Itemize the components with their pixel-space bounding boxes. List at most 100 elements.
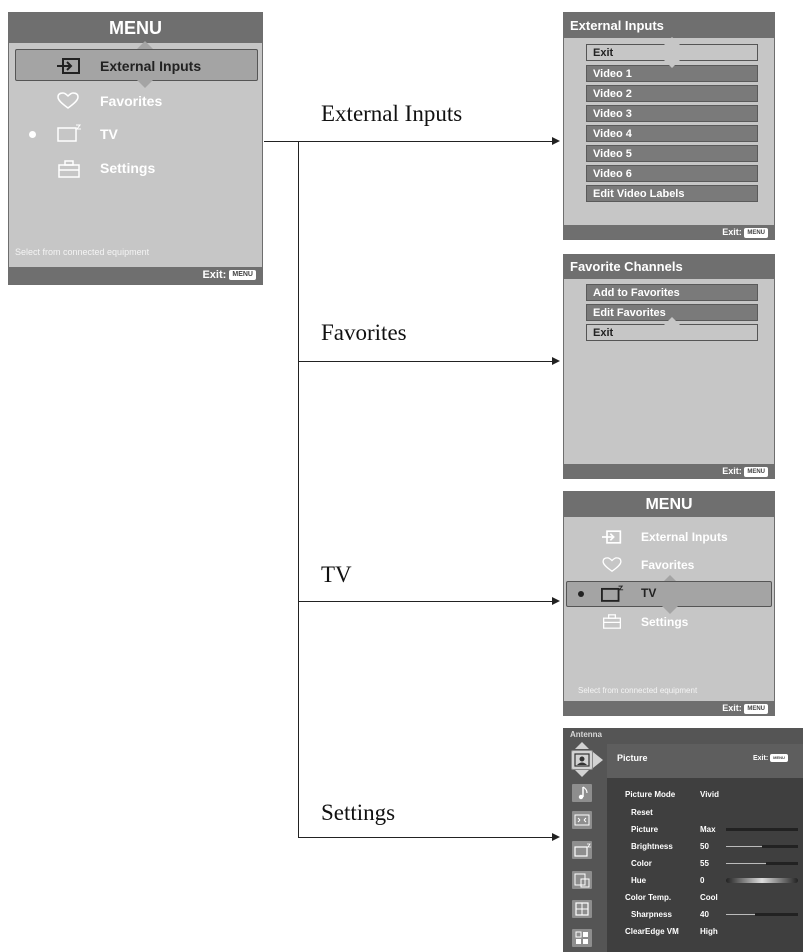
menu-key-button[interactable]: MENU [770,754,788,762]
main-menu-item-favorites[interactable]: Favorites [100,93,163,109]
input-icon [57,58,80,74]
arrowhead-external-inputs [552,137,560,145]
ext-item-video4[interactable]: Video 4 [586,125,758,142]
tv-icon [574,843,591,857]
music-note-icon [578,786,588,800]
external-inputs-footer: Exit: MENU [564,225,774,239]
settings-section-title: Picture [617,753,648,763]
setting-label-color[interactable]: Color [631,859,652,868]
main-menu-item-external-inputs[interactable]: External Inputs [100,58,202,74]
slider-track-color[interactable] [726,863,798,864]
toolbox-icon [603,614,621,629]
heart-icon [57,92,79,109]
selected-pointer [137,80,153,88]
setting-value-clearedge: High [700,927,718,936]
slider-hue-gradient[interactable] [726,878,798,883]
fav-item-add[interactable]: Add to Favorites [586,284,758,301]
ext-item-edit-video-labels[interactable]: Edit Video Labels [586,185,758,202]
slider-fill-color [766,862,798,865]
tv-menu-item-external-inputs[interactable]: External Inputs [641,530,728,544]
tv-menu-item-settings[interactable]: Settings [641,615,689,629]
setting-value-color: 55 [700,859,709,868]
tv-pointer-up [662,575,678,583]
connector-horizontal-top [264,141,300,142]
screen-category-button[interactable] [571,810,593,830]
setup-category-button[interactable] [571,870,593,890]
tv-menu-panel: MENU External Inputs Favorites TV Settin… [563,491,775,716]
exit-label: Exit: [722,227,742,237]
setting-label-brightness[interactable]: Brightness [631,842,673,851]
favorites-footer: Exit: MENU [564,464,774,478]
main-menu-title: MENU [9,13,262,43]
ext-item-video6[interactable]: Video 6 [586,165,758,182]
title-pointer [137,41,153,49]
ext-item-video5[interactable]: Video 5 [586,145,758,162]
setting-label-clearedge[interactable]: ClearEdge VM [625,927,679,936]
tv-icon [57,124,81,142]
main-menu-selected-bar[interactable] [15,49,258,81]
settings-pointer-down [575,770,589,777]
heart-icon [602,557,622,573]
tv-menu-footer: Exit: MENU [564,701,774,715]
setting-value-sharpness: 40 [700,910,709,919]
tv-menu-hint: Select from connected equipment [578,686,698,695]
picture-category-button[interactable] [571,750,593,770]
settings-exit: Exit: MENU [753,754,788,762]
tv-menu-item-favorites[interactable]: Favorites [641,558,695,572]
menu-key-button[interactable]: MENU [229,270,256,281]
main-menu-item-settings[interactable]: Settings [100,160,156,176]
exit-label: Exit: [753,754,769,762]
flow-label-settings: Settings [321,800,396,825]
arrow-line-favorites [298,361,552,362]
menu-key-button[interactable]: MENU [744,703,768,714]
main-menu-panel: MENU External Inputs Favorites TV Settin… [8,12,263,285]
tv-menu-item-tv[interactable]: TV [641,586,657,600]
ext-pointer-up [664,37,680,45]
main-menu-footer: Exit: MENU [9,267,262,284]
lock-box-icon [575,902,589,916]
fav-pointer-up [664,317,680,325]
fav-item-exit[interactable]: Exit [586,324,758,341]
setting-label-color-temp[interactable]: Color Temp. [625,893,672,902]
channel-category-button[interactable] [571,840,593,860]
slider-fill-brightness [762,845,798,848]
menu-key-button[interactable]: MENU [744,227,768,238]
input-icon [602,530,622,544]
setting-label-picture[interactable]: Picture [631,825,659,834]
flow-label-tv: TV [321,562,352,587]
exit-label: Exit: [202,269,227,281]
settings-pointer-right [593,752,603,768]
arrowhead-settings [552,833,560,841]
setting-label-sharpness[interactable]: Sharpness [631,910,672,919]
setting-label-picture-mode[interactable]: Picture Mode [625,790,676,799]
settings-pointer-up [575,742,589,749]
setting-label-hue[interactable]: Hue [631,876,647,885]
parental-category-button[interactable] [571,899,593,919]
external-inputs-panel: External Inputs Exit Video 1 Video 2 Vid… [563,12,775,240]
arrow-line-settings [298,837,552,838]
grid-icon [575,931,588,944]
tv-icon [601,585,624,602]
settings-source-label: Antenna [570,730,602,739]
external-inputs-title: External Inputs [564,13,774,38]
ext-item-video2[interactable]: Video 2 [586,85,758,102]
tv-menu-selected-bar[interactable] [566,581,772,607]
ext-item-video3[interactable]: Video 3 [586,105,758,122]
setting-value-picture-mode: Vivid [700,790,719,799]
connector-vertical-trunk [298,141,299,837]
arrowhead-favorites [552,357,560,365]
apps-category-button[interactable] [571,928,593,948]
settings-content-area [607,744,803,952]
ext-item-exit[interactable]: Exit [586,44,758,61]
toolbox-icon [58,160,80,178]
setting-label-reset[interactable]: Reset [631,808,653,817]
setting-value-picture: Max [700,825,716,834]
exit-label: Exit: [722,466,742,476]
setting-value-brightness: 50 [700,842,709,851]
screen-size-icon [574,814,590,826]
sound-category-button[interactable] [571,783,593,803]
flow-label-favorites: Favorites [321,320,407,345]
menu-key-button[interactable]: MENU [744,466,768,477]
main-menu-item-tv[interactable]: TV [100,126,118,142]
favorite-channels-title: Favorite Channels [564,255,774,279]
